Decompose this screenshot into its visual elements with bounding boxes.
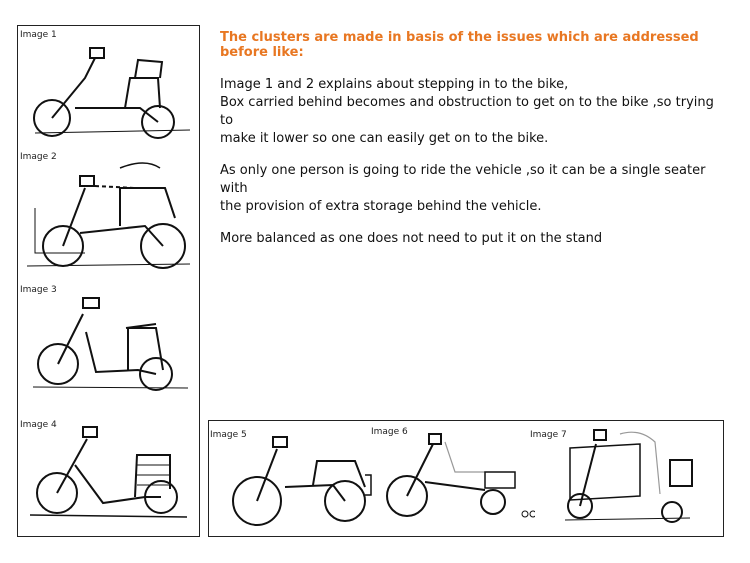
clusters-heading: The clusters are made in basis of the is… xyxy=(220,30,699,60)
left-sketch-panel xyxy=(17,25,200,537)
paragraph-2-line-2: the provision of extra storage behind th… xyxy=(220,199,542,214)
image-4-sketch xyxy=(25,425,197,535)
image-6-label: Image 6 xyxy=(371,427,408,437)
image-5-label: Image 5 xyxy=(210,430,247,440)
paragraph-1-line-1: Image 1 and 2 explains about stepping in… xyxy=(220,77,569,92)
paragraph-3: More balanced as one does not need to pu… xyxy=(220,230,730,248)
paragraph-2: As only one person is going to ride the … xyxy=(220,162,730,216)
paragraph-1-line-2: Box carried behind becomes and obstructi… xyxy=(220,95,714,128)
image-7-sketch xyxy=(560,424,720,530)
description-text: The clusters are made in basis of the is… xyxy=(220,30,730,262)
paragraph-3-line-1: More balanced as one does not need to pu… xyxy=(220,231,603,246)
image-4-label: Image 4 xyxy=(20,420,57,430)
image-5-sketch xyxy=(225,435,375,535)
image-3-label: Image 3 xyxy=(20,285,57,295)
image-2-sketch xyxy=(25,158,197,274)
image-1-label: Image 1 xyxy=(20,30,57,40)
image-7-label: Image 7 xyxy=(530,430,567,440)
image-1-sketch xyxy=(30,38,200,150)
paragraph-2-line-1: As only one person is going to ride the … xyxy=(220,163,706,196)
bottom-sketch-panel xyxy=(208,420,724,537)
image-3-sketch xyxy=(28,292,196,406)
paragraph-1-line-3: make it lower so one can easily get on t… xyxy=(220,131,549,146)
image-6-sketch xyxy=(385,432,535,532)
image-2-label: Image 2 xyxy=(20,152,57,162)
paragraph-1: Image 1 and 2 explains about stepping in… xyxy=(220,76,730,148)
